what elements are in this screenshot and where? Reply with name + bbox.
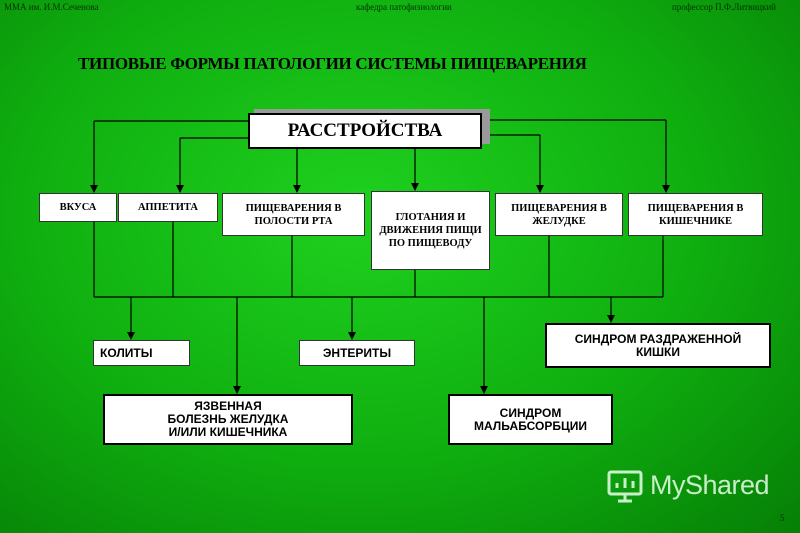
category-intestinal-digestion: ПИЩЕВАРЕНИЯ В КИШЕЧНИКЕ — [628, 193, 763, 236]
watermark-logo: MyShared — [606, 466, 770, 504]
category-oral-digestion: ПИЩЕВАРЕНИЯ В ПОЛОСТИ РТА — [222, 193, 365, 236]
page-title: ТИПОВЫЕ ФОРМЫ ПАТОЛОГИИ СИСТЕМЫ ПИЩЕВАРЕ… — [78, 54, 587, 73]
category-appetite: АППЕТИТА — [118, 193, 218, 222]
outcome-colitis: КОЛИТЫ — [93, 340, 190, 366]
outcome-malabsorption: СИНДРОМ МАЛЬАБСОРБЦИИ — [448, 394, 613, 445]
page-number: 5 — [780, 513, 785, 523]
header-center: кафедра патофизиологии — [356, 2, 452, 12]
watermark-text: MyShared — [650, 469, 770, 500]
presentation-icon — [607, 470, 643, 503]
category-stomach-digestion: ПИЩЕВАРЕНИЯ В ЖЕЛУДКЕ — [495, 193, 623, 236]
header-right: профессор П.Ф.Литвицкий — [672, 2, 776, 12]
header-left: ММА им. И.М.Сеченова — [4, 2, 99, 12]
category-swallowing: ГЛОТАНИЯ И ДВИЖЕНИЯ ПИЩИ ПО ПИЩЕВОДУ — [371, 191, 490, 270]
category-taste: ВКУСА — [39, 193, 117, 222]
root-box: РАССТРОЙСТВА — [248, 113, 482, 149]
outcome-ulcer-disease: ЯЗВЕННАЯ БОЛЕЗНЬ ЖЕЛУДКА И/ИЛИ КИШЕЧНИКА — [103, 394, 353, 445]
outcome-irritable-bowel: СИНДРОМ РАЗДРАЖЕННОЙ КИШКИ — [545, 323, 771, 368]
outcome-enteritis: ЭНТЕРИТЫ — [299, 340, 415, 366]
